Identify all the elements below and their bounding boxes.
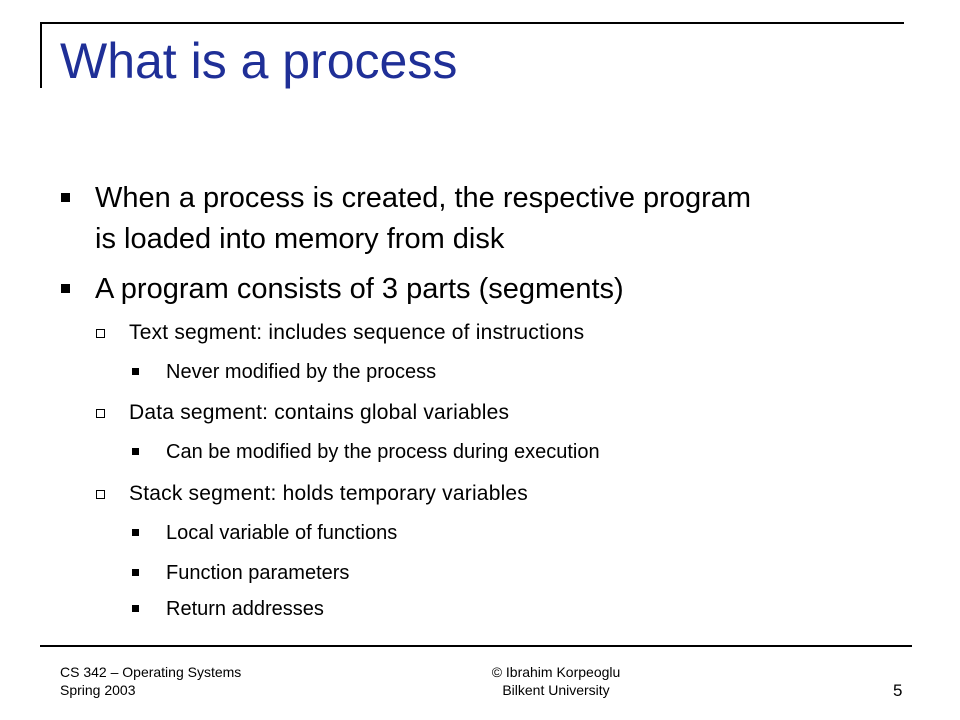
sub-sub-bullet-text: Return addresses [166, 598, 324, 620]
bullet-square-icon [132, 605, 139, 612]
hollow-square-bullet-icon [96, 409, 105, 418]
bullet-text-continued: is loaded into memory from disk [95, 223, 505, 255]
left-border-line [40, 22, 42, 88]
bullet-square-icon [132, 569, 139, 576]
sub-sub-bullet-text: Never modified by the process [166, 361, 437, 383]
bullet-square-icon [61, 193, 70, 202]
footer-author: © Ibrahim Korpeoglu [491, 664, 621, 680]
sub-bullet-text: Data segment: contains global variables [129, 401, 510, 424]
hollow-square-bullet-icon [96, 490, 105, 499]
footer-term: Spring 2003 [60, 682, 136, 698]
bullet-square-icon [61, 284, 70, 293]
bullet-square-icon [132, 448, 139, 455]
sub-bullet-text: Text segment: includes sequence of instr… [129, 321, 585, 344]
slide-body: When a process is created, the respectiv… [61, 182, 752, 620]
top-border-line [40, 22, 904, 24]
sub-bullet-text: Stack segment: holds temporary variables [129, 482, 529, 505]
footer-university: Bilkent University [502, 682, 610, 698]
sub-sub-bullet-text: Function parameters [166, 562, 350, 584]
footer-course: CS 342 – Operating Systems [60, 664, 242, 680]
bullet-square-icon [132, 368, 139, 375]
slide-title: What is a process [60, 33, 458, 89]
bullet-text: A program consists of 3 parts (segments) [95, 273, 624, 305]
sub-sub-bullet-text: Local variable of functions [166, 522, 398, 544]
sub-sub-bullet-text: Can be modified by the process during ex… [166, 441, 600, 463]
bullet-text: When a process is created, the respectiv… [95, 182, 752, 214]
hollow-square-bullet-icon [96, 329, 105, 338]
footer-divider [40, 645, 912, 647]
bullet-square-icon [132, 529, 139, 536]
page-number: 5 [893, 681, 903, 700]
